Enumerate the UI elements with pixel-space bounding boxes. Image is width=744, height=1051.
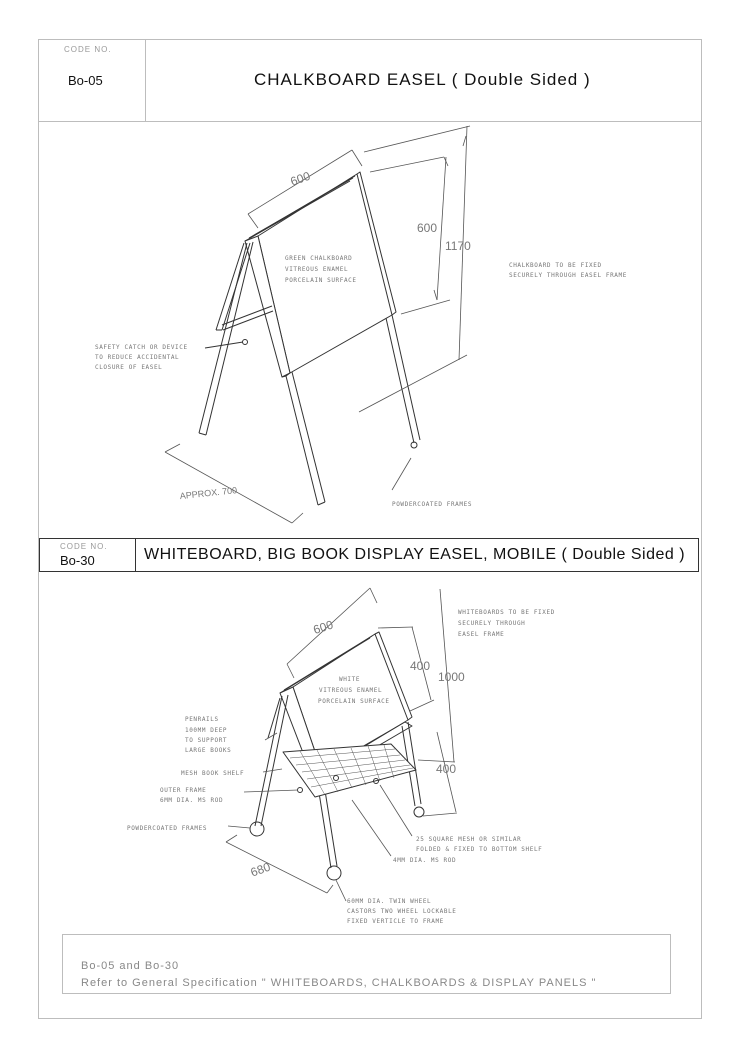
code2-caption: CODE NO. (60, 542, 108, 551)
footer-line2: Refer to General Specification " WHITEBO… (81, 977, 597, 989)
castor-note-line1: 60MM DIA. TWIN WHEEL (347, 898, 431, 905)
title2: WHITEBOARD, BIG BOOK DISPLAY EASEL, MOBI… (144, 546, 686, 563)
fix1-note-line2: SECURELY THROUGH EASEL FRAME (509, 272, 627, 279)
code1-caption: CODE NO. (64, 45, 112, 54)
rod-note: 4MM DIA. MS ROD (393, 857, 456, 864)
dim2-height-board: 400 (410, 659, 430, 673)
code1-divider (145, 39, 146, 121)
frame2-note: POWDERCOATED FRAMES (127, 825, 207, 832)
safety-note-line2: TO REDUCE ACCIDENTAL (95, 354, 179, 361)
board1-note-line3: PORCELAIN SURFACE (285, 277, 357, 284)
code2-divider (135, 538, 136, 572)
whiteboard-easel-illustration (225, 587, 458, 902)
dim2-depth: 680 (249, 860, 273, 880)
board2-note-line1: WHITE (339, 676, 360, 683)
drawing-sheet (38, 39, 702, 1019)
fix2-note-line2: SECURELY THROUGH (458, 620, 525, 627)
code1-value: Bo-05 (68, 73, 103, 88)
board2-note-line2: VITREOUS ENAMEL (319, 687, 382, 694)
dim1-height-board: 600 (417, 221, 437, 235)
castor-note-line2: CASTORS TWO WHEEL LOCKABLE (347, 908, 457, 915)
penrail-note-line1: PENRAILS (185, 716, 219, 723)
penrail-note-line3: TO SUPPORT (185, 737, 227, 744)
outer-frame-note-line2: 6MM DIA. MS ROD (160, 797, 223, 804)
dim1-depth: APPROX. 700 (179, 485, 237, 501)
penrail-note-line4: LARGE BOOKS (185, 747, 231, 754)
footer-line1: Bo-05 and Bo-30 (81, 960, 180, 972)
header2-box (39, 538, 699, 572)
safety-note-line3: CLOSURE OF EASEL (95, 364, 162, 371)
dim1-height-total: 1170 (445, 239, 471, 253)
board1-note-line1: GREEN CHALKBOARD (285, 255, 352, 262)
castor-note-line3: FIXED VERTICLE TO FRAME (347, 918, 444, 925)
drawing2-annotations: 600 400 1000 400 680 WHITE VITREOUS ENAM… (127, 609, 555, 925)
fix2-note-line1: WHITEBOARDS TO BE FIXED (458, 609, 555, 616)
footer-box (62, 934, 671, 994)
drawing1-annotations: 600 600 1170 APPROX. 700 GREEN CHALKBOAR… (95, 169, 627, 508)
board2-note-line3: PORCELAIN SURFACE (318, 698, 390, 705)
dim2-shelf: 400 (436, 762, 456, 776)
header1-divider (38, 121, 702, 122)
code2-value: Bo-30 (60, 553, 95, 568)
chalkboard-easel-illustration (164, 125, 471, 524)
board1-note-line2: VITREOUS ENAMEL (285, 266, 348, 273)
title1: CHALKBOARD EASEL ( Double Sided ) (254, 70, 591, 89)
shelf-note: MESH BOOK SHELF (181, 770, 244, 777)
outer-frame-note-line1: OUTER FRAME (160, 787, 206, 794)
safety-note-line1: SAFETY CATCH OR DEVICE (95, 344, 188, 351)
frame1-note: POWDERCOATED FRAMES (392, 501, 472, 508)
dim1-width: 600 (289, 169, 313, 189)
fix2-note-line3: EASEL FRAME (458, 631, 504, 638)
mesh-note-line2: FOLDED & FIXED TO BOTTOM SHELF (416, 846, 542, 853)
fix1-note-line1: CHALKBOARD TO BE FIXED (509, 262, 602, 269)
dim2-height-total: 1000 (438, 670, 465, 684)
penrail-note-line2: 100MM DEEP (185, 727, 227, 734)
dim2-width: 600 (312, 617, 336, 637)
mesh-note-line1: 25 SQUARE MESH OR SIMILAR (416, 836, 521, 843)
